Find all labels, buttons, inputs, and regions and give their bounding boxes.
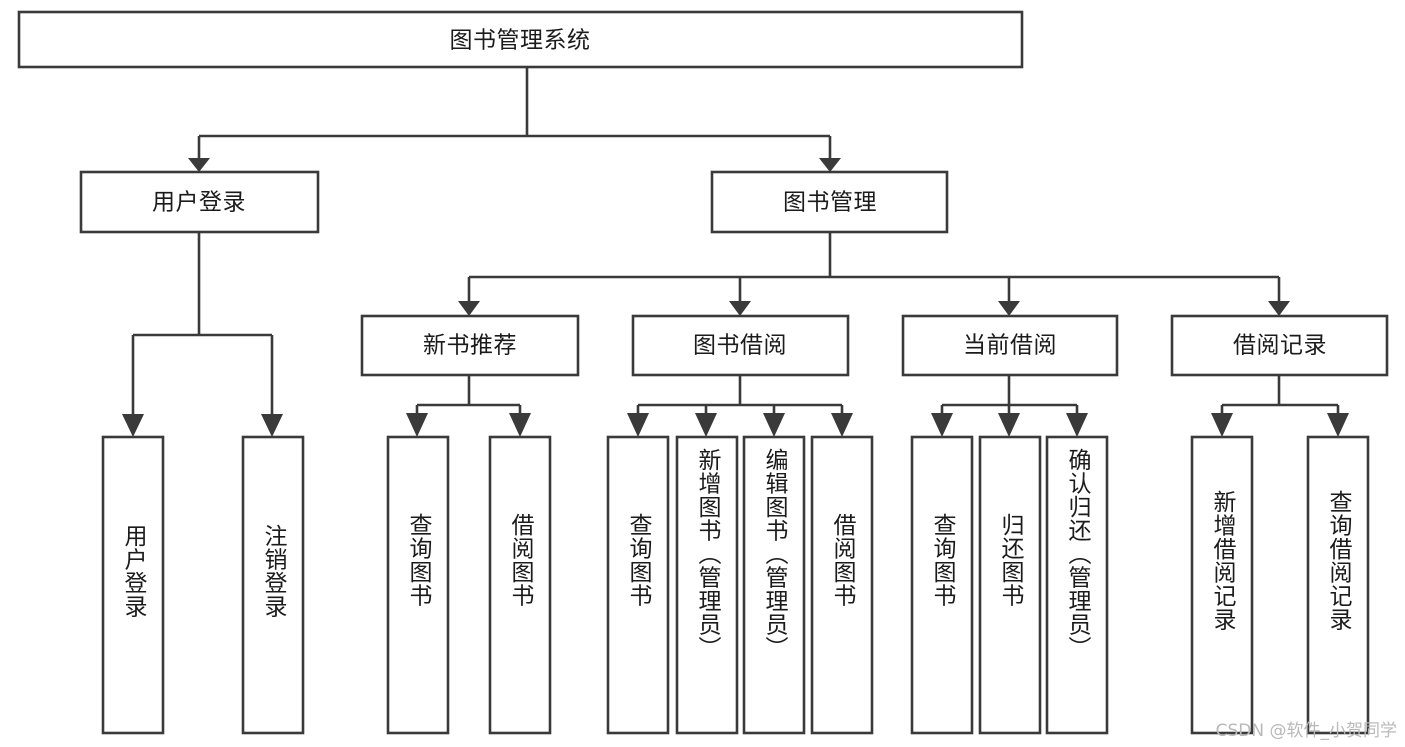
- node-root-box[interactable]: [17, 10, 1024, 69]
- leaf-current-borrow-3[interactable]: 确认归还（管理员）: [1045, 435, 1109, 735]
- leaf-new-book-2-label: 借阅图书: [507, 513, 535, 607]
- leaf-current-borrow-3-label: 确认归还（管理员）: [1064, 448, 1092, 660]
- arrow-to-current-leaf-1: [931, 413, 953, 437]
- arrow-to-borrow-leaf-2: [695, 413, 717, 437]
- leaf-book-borrow-3-box[interactable]: [742, 435, 806, 735]
- leaf-current-borrow-2-label: 归还图书: [997, 513, 1025, 607]
- arrow-to-user-login-leaf-2: [261, 414, 283, 437]
- arrow-to-current-leaf-2: [998, 413, 1020, 437]
- node-book-borrow-label: 图书借阅: [693, 333, 787, 359]
- leaf-current-borrow-2[interactable]: 归还图书: [978, 435, 1042, 735]
- leaf-user-login-2-box[interactable]: [241, 435, 305, 735]
- leaf-user-login-1-label: 用户登录: [120, 524, 148, 618]
- leaf-new-book-1-box[interactable]: [386, 435, 450, 735]
- node-new-book-recommend-label: 新书推荐: [423, 333, 517, 359]
- leaf-new-book-1[interactable]: 查询图书: [386, 435, 450, 735]
- leaf-user-login-1-box[interactable]: [101, 435, 165, 735]
- leaf-borrow-record-2-box[interactable]: [1306, 435, 1370, 735]
- leaf-book-borrow-2-box[interactable]: [675, 435, 739, 735]
- node-book-borrow-box[interactable]: [631, 314, 850, 377]
- leaf-borrow-record-1[interactable]: 新增借阅记录: [1190, 435, 1254, 735]
- node-book-manage-label: 图书管理: [783, 190, 877, 216]
- leaf-new-book-1-label: 查询图书: [405, 513, 433, 607]
- node-book-borrow[interactable]: 图书借阅: [631, 314, 850, 377]
- arrow-to-record-leaf-2: [1327, 413, 1349, 437]
- arrow-to-new-book-leaf-2: [509, 413, 531, 437]
- arrow-to-book-manage: [819, 158, 841, 172]
- arrow-to-new-book: [458, 301, 480, 316]
- leaf-user-login-2-label: 注销登录: [260, 524, 288, 618]
- arrow-to-user-login-leaf-1: [122, 414, 144, 437]
- leaf-book-borrow-2-label: 新增图书（管理员）: [694, 448, 722, 660]
- arrowhead-layer: [122, 158, 1349, 437]
- arrow-to-current: [998, 301, 1020, 316]
- arrow-to-record: [1268, 301, 1290, 316]
- node-new-book-recommend[interactable]: 新书推荐: [360, 314, 580, 377]
- arrow-to-new-book-leaf-1: [406, 413, 428, 437]
- leaf-current-borrow-1[interactable]: 查询图书: [910, 435, 974, 735]
- node-borrow-record[interactable]: 借阅记录: [1170, 314, 1389, 377]
- leaf-new-book-2-box[interactable]: [488, 435, 552, 735]
- leaf-current-borrow-1-box[interactable]: [910, 435, 974, 735]
- node-new-book-recommend-box[interactable]: [360, 314, 580, 377]
- node-book-manage[interactable]: 图书管理: [710, 170, 949, 234]
- leaf-book-borrow-4[interactable]: 借阅图书: [810, 435, 874, 735]
- leaf-new-book-2[interactable]: 借阅图书: [488, 435, 552, 735]
- arrow-to-borrow-leaf-4: [831, 413, 853, 437]
- leaf-current-borrow-2-box[interactable]: [978, 435, 1042, 735]
- leaf-borrow-record-2-label: 查询借阅记录: [1325, 490, 1353, 631]
- node-borrow-record-box[interactable]: [1170, 314, 1389, 377]
- leaf-user-login-2[interactable]: 注销登录: [241, 435, 305, 735]
- leaf-book-borrow-4-label: 借阅图书: [829, 513, 857, 607]
- arrow-to-borrow-leaf-1: [627, 413, 649, 437]
- node-user-login-label: 用户登录: [152, 190, 246, 216]
- leaf-current-borrow-3-box[interactable]: [1045, 435, 1109, 735]
- node-root-label: 图书管理系统: [450, 28, 591, 54]
- leaf-book-borrow-1-box[interactable]: [606, 435, 670, 735]
- arrow-to-record-leaf-1: [1211, 413, 1233, 437]
- leaf-book-borrow-3-label: 编辑图书（管理员）: [761, 448, 789, 660]
- leaf-borrow-record-1-label: 新增借阅记录: [1209, 490, 1237, 631]
- arrow-to-borrow-leaf-3: [763, 413, 785, 437]
- arrow-to-borrow: [729, 301, 751, 316]
- leaf-current-borrow-1-label: 查询图书: [929, 513, 957, 607]
- leaf-book-borrow-1-label: 查询图书: [625, 513, 653, 607]
- leaf-book-borrow-2[interactable]: 新增图书（管理员）: [675, 435, 739, 735]
- node-current-borrow-label: 当前借阅: [963, 333, 1057, 359]
- leaf-borrow-record-2[interactable]: 查询借阅记录: [1306, 435, 1370, 735]
- arrow-to-user-login: [188, 158, 210, 172]
- leaf-book-borrow-4-box[interactable]: [810, 435, 874, 735]
- node-user-login[interactable]: 用户登录: [79, 170, 320, 234]
- leaf-book-borrow-3[interactable]: 编辑图书（管理员）: [742, 435, 806, 735]
- node-borrow-record-label: 借阅记录: [1233, 333, 1327, 359]
- arrow-to-current-leaf-3: [1066, 413, 1088, 437]
- node-user-login-box[interactable]: [79, 170, 320, 234]
- node-root[interactable]: 图书管理系统: [17, 10, 1024, 69]
- node-current-borrow-box[interactable]: [901, 314, 1119, 377]
- leaf-borrow-record-1-box[interactable]: [1190, 435, 1254, 735]
- leaf-user-login-1[interactable]: 用户登录: [101, 435, 165, 735]
- node-book-manage-box[interactable]: [710, 170, 949, 234]
- leaf-book-borrow-1[interactable]: 查询图书: [606, 435, 670, 735]
- node-current-borrow[interactable]: 当前借阅: [901, 314, 1119, 377]
